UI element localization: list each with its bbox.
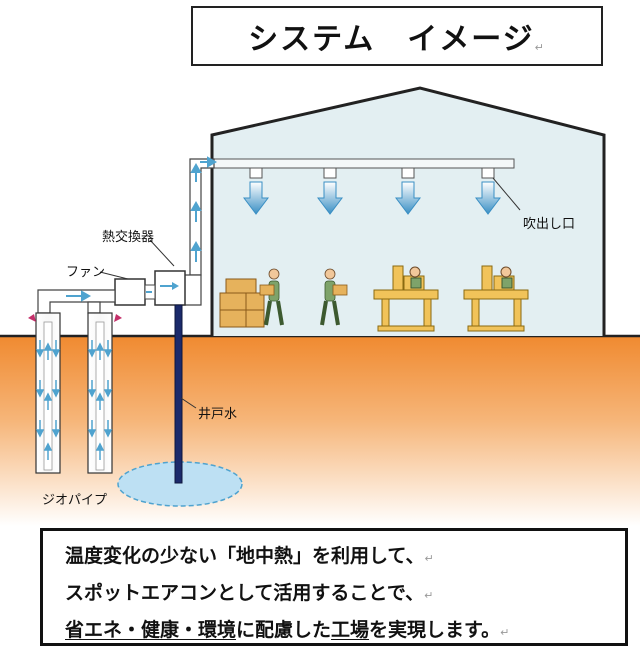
- collector-duct: [37, 289, 116, 314]
- cardboard-boxes: [219, 278, 265, 328]
- machine-with-operator-2: [463, 265, 529, 332]
- air-intake-arrows: [28, 314, 122, 322]
- worker-carrying-box-1: [259, 268, 284, 326]
- geo-pipes: [28, 312, 122, 474]
- heat-exchanger: [154, 270, 186, 306]
- factory-building: [210, 86, 606, 336]
- heat-exchanger-label: 熱交換器: [102, 230, 155, 245]
- page-title: システム イメージ ↵: [191, 6, 603, 66]
- well-water: [117, 304, 243, 507]
- caption-line-3: 省エネ・健康・環境に配慮した工場を実現します。↵: [65, 619, 510, 641]
- outlet-nozzles: [249, 167, 495, 179]
- air-outlet-arrows: [243, 181, 501, 215]
- ceiling-duct: [213, 158, 515, 169]
- well-water-label: 井戸水: [198, 407, 238, 422]
- fan-label: ファン: [66, 265, 106, 280]
- worker-carrying-box-2: [320, 268, 348, 326]
- supply-duct-arrows: [190, 156, 218, 262]
- geo-pipe-label: ジオパイプ: [42, 493, 108, 508]
- supply-duct: [182, 158, 215, 306]
- paragraph-mark: ↵: [534, 41, 546, 54]
- fan-unit: [114, 278, 146, 306]
- machine-with-operator-1: [373, 265, 439, 332]
- caption-box: 温度変化の少ない「地中熱」を利用して、↵ スポットエアコンとして活用することで、…: [40, 528, 628, 646]
- caption-line-2: スポットエアコンとして活用することで、↵: [65, 582, 434, 604]
- outlet-label: 吹出し口: [523, 217, 576, 232]
- caption-line-1: 温度変化の少ない「地中熱」を利用して、↵: [65, 545, 434, 567]
- title-text: システム イメージ: [248, 22, 535, 57]
